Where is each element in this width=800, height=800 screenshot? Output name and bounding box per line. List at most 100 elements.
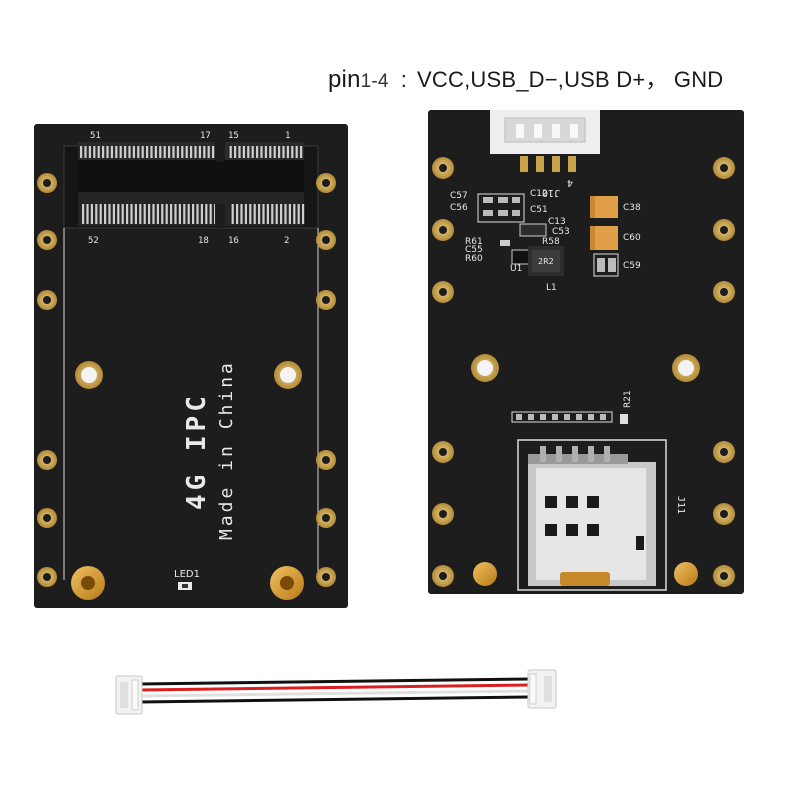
slot-contact — [302, 204, 305, 224]
right-edge-pads — [432, 157, 735, 587]
label-c56: C56 — [450, 203, 468, 213]
left-standoff-1 — [71, 566, 105, 600]
caption-separator: : — [400, 67, 408, 92]
slot-contact — [295, 146, 298, 158]
label-c51: C51 — [530, 205, 548, 215]
slot-contact — [84, 146, 87, 158]
connector-label: J10 — [542, 187, 560, 198]
slot-contact — [291, 146, 294, 158]
wire-black-1 — [139, 677, 531, 686]
sim-card-socket — [517, 439, 667, 591]
slot-contact — [110, 146, 113, 158]
slot-num-52: 52 — [88, 236, 99, 246]
slot-contact — [194, 146, 197, 158]
slot-contact — [192, 204, 195, 224]
slot-contact — [271, 204, 274, 224]
label-l1: L1 — [546, 283, 557, 293]
slot-contact — [176, 146, 179, 158]
slot-contact — [156, 204, 159, 224]
slot-contact — [282, 146, 285, 158]
slot-contact — [185, 146, 188, 158]
slot-contact — [159, 146, 162, 158]
label-r58: R58 — [542, 237, 560, 247]
label-c12: C12 — [530, 189, 548, 199]
slot-contact — [117, 204, 120, 224]
slot-contact — [90, 204, 93, 224]
slot-contact — [234, 146, 237, 158]
slot-contact — [152, 204, 155, 224]
slot-contact — [126, 204, 129, 224]
slot-contact — [273, 146, 276, 158]
slot-contact — [209, 204, 212, 224]
label-r61: R61 — [465, 237, 483, 247]
slot-contact — [200, 204, 203, 224]
wire-black-2 — [139, 695, 531, 704]
slot-contact — [102, 146, 105, 158]
right-pcb-board: 4 J10 C57 C56 C12 C51 C13 C53 C38 C60 C5… — [428, 110, 744, 594]
slot-contact — [286, 146, 289, 158]
sim-label: J11 — [675, 496, 686, 514]
right-gold-pad-1 — [473, 562, 497, 586]
board-origin-text: Made in China — [216, 360, 237, 540]
slot-contact — [108, 204, 111, 224]
label-c53: C53 — [552, 227, 570, 237]
slot-contact — [172, 146, 175, 158]
slot-num-2: 2 — [284, 236, 289, 246]
slot-contact — [247, 146, 250, 158]
slot-contact — [148, 204, 151, 224]
slot-contact — [80, 146, 83, 158]
board-model-text: 4G IPC — [182, 392, 212, 510]
slot-contact — [293, 204, 296, 224]
label-c59: C59 — [623, 261, 641, 271]
left-pcb-body — [34, 124, 348, 608]
slot-contact — [249, 204, 252, 224]
slot-contact — [238, 146, 241, 158]
label-c60: C60 — [623, 233, 641, 243]
slot-contact — [88, 146, 91, 158]
slot-contact — [178, 204, 181, 224]
slot-contact — [183, 204, 186, 224]
slot-contact — [154, 146, 157, 158]
wire-red — [139, 683, 531, 692]
slot-contact — [266, 204, 269, 224]
slot-contact — [253, 204, 256, 224]
label-u1: U1 — [510, 264, 522, 274]
slot-contact — [174, 204, 177, 224]
jst-cable — [115, 669, 557, 715]
slot-contact — [170, 204, 173, 224]
caption-pin-range: 1-4 — [360, 71, 389, 92]
slot-contact — [119, 146, 122, 158]
slot-contact — [97, 146, 100, 158]
slot-contact — [115, 146, 118, 158]
slot-contact — [229, 146, 232, 158]
slot-contact — [300, 146, 303, 158]
slot-contact — [139, 204, 142, 224]
left-standoff-2 — [270, 566, 304, 600]
slot-num-16: 16 — [228, 236, 239, 246]
slot-contact — [278, 146, 281, 158]
slot-contact — [244, 204, 247, 224]
slot-contact — [86, 204, 89, 224]
slot-contact — [207, 146, 210, 158]
jst-connector — [490, 110, 600, 172]
mini-pcie-slot — [63, 140, 319, 229]
slot-contact — [121, 204, 124, 224]
slot-contact — [134, 204, 137, 224]
label-c13: C13 — [548, 217, 566, 227]
right-pcb-body — [428, 110, 744, 594]
slot-contact — [141, 146, 144, 158]
led-label: LED1 — [174, 569, 200, 580]
slot-contact — [137, 146, 140, 158]
slot-contact — [275, 204, 278, 224]
slot-contact — [163, 146, 166, 158]
slot-contact — [190, 146, 193, 158]
caption-pin-word: pin — [328, 66, 361, 93]
slot-contact — [262, 204, 265, 224]
slot-contact — [231, 204, 234, 224]
smd-components: 2R2 — [477, 193, 564, 276]
slot-contact — [181, 146, 184, 158]
slot-contact — [260, 146, 263, 158]
slot-contact — [93, 146, 96, 158]
slot-contact — [203, 146, 206, 158]
